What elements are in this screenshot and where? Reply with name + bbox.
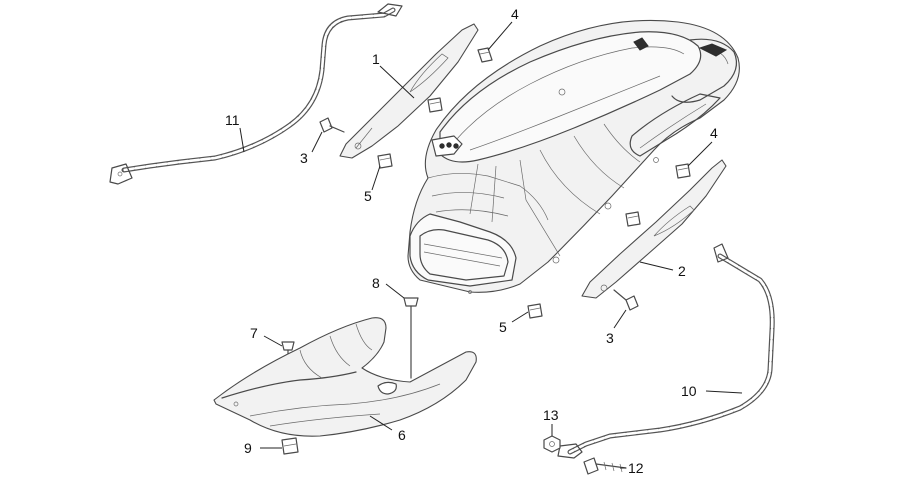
clip-nut-5b — [527, 303, 543, 319]
callout-11: 11 — [225, 112, 240, 128]
nut-13 — [543, 435, 561, 453]
part-11-left-rail — [109, 3, 403, 185]
clip-nut-4a — [477, 47, 493, 63]
callout-5a: 5 — [364, 188, 372, 204]
screw-3a — [319, 117, 345, 133]
callout-12: 12 — [628, 460, 644, 476]
part-10-right-rail — [557, 243, 775, 459]
callout-9: 9 — [244, 440, 252, 456]
clip-nut-4d — [625, 211, 641, 227]
clip-nut-4b — [675, 163, 691, 179]
bolt-12 — [583, 457, 627, 475]
callout-10: 10 — [681, 383, 697, 399]
clip-nut-4c — [427, 97, 443, 113]
callout-4a: 4 — [511, 6, 519, 22]
part-2-right-side-panel — [581, 159, 727, 299]
part-1-left-side-panel — [339, 23, 479, 159]
callout-6: 6 — [398, 427, 406, 443]
callout-3a: 3 — [300, 150, 308, 166]
clip-nut-5a — [377, 153, 393, 169]
clip-9 — [281, 437, 299, 455]
screw-8 — [403, 297, 419, 379]
callout-13: 13 — [543, 407, 559, 423]
callout-1: 1 — [372, 51, 380, 67]
callout-2: 2 — [678, 263, 686, 279]
callout-leaders — [239, 21, 743, 469]
callout-5b: 5 — [499, 319, 507, 335]
callout-8: 8 — [372, 275, 380, 291]
screw-3b — [613, 289, 639, 311]
callout-3b: 3 — [606, 330, 614, 346]
part-6-lower-cover — [213, 317, 477, 437]
callout-4b: 4 — [710, 125, 718, 141]
rear-body-shell — [407, 19, 740, 294]
callout-labels: 1 2 3 3 4 4 5 5 6 7 8 9 10 11 12 13 — [225, 6, 718, 476]
callout-7: 7 — [250, 325, 258, 341]
